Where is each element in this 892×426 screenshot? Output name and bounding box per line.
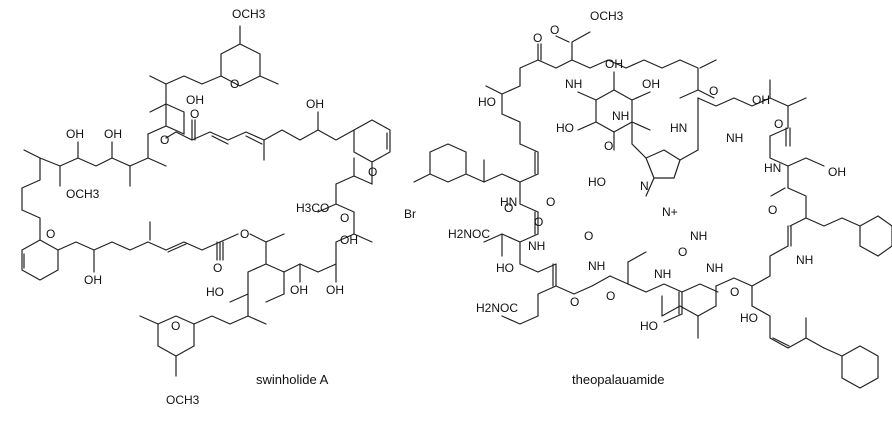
sw-label-oh-6: OH [290, 283, 308, 297]
sw-label-oh-4: OH [306, 97, 324, 111]
sw-label-oh-5: OH [84, 273, 102, 287]
th-label-nh-extra-2: NH [690, 229, 707, 243]
swinholide-a-structure: OCH3 OH OH OH OH O O O OCH3 O O O OH H3C… [21, 7, 391, 407]
th-label-ho-bottom-1: HO [640, 319, 658, 333]
swinholide-a-caption: swinholide A [256, 372, 329, 387]
th-label-h2noc-bottom: H2NOC [476, 301, 518, 315]
sw-label-o-ester-top: O [160, 133, 169, 147]
th-label-o-extra-2: O [584, 229, 593, 243]
th-label-ho-left: HO [496, 261, 514, 275]
th-label-o-bottom-4: O [570, 295, 579, 309]
th-label-o-left: O [546, 195, 555, 209]
sw-label-o-ester-bottom: O [240, 227, 249, 241]
th-label-nh-extra-1: NH [612, 109, 629, 123]
th-label-o-bottom-2: O [678, 245, 687, 259]
theopalauamide-structure: OCH3 O NH O HO OH OH OH HO O HN O NH O H… [404, 9, 892, 389]
th-label-hn-left: HN [500, 195, 517, 209]
th-label-o-bottom-3: O [730, 285, 739, 299]
sw-label-och3-bottom: OCH3 [166, 393, 200, 407]
th-label-nh-right-bottom: NH [796, 253, 813, 267]
sw-label-oh-7: OH [326, 283, 344, 297]
sw-label-o-carbonyl-bottom: O [213, 261, 222, 275]
th-label-ho-top: HO [478, 95, 496, 109]
th-label-ho-sugar-2: HO [588, 175, 606, 189]
theopalauamide-caption: theopalauamide [572, 372, 665, 387]
sw-label-o-ring-mid: O [340, 211, 349, 225]
th-label-o-left-2: O [534, 215, 543, 229]
sw-label-h3co: H3CO [296, 201, 329, 215]
th-label-nh-bottom-1: NH [588, 259, 605, 273]
th-label-ho-bottom-2: HO [740, 311, 758, 325]
th-label-oh-sugar-2: OH [642, 77, 660, 91]
th-label-n-plus: N+ [662, 205, 678, 219]
sw-label-o-carbonyl-top: O [190, 107, 199, 121]
sw-label-och3-top: OCH3 [232, 7, 266, 21]
th-label-nh-bottom-2: NH [654, 267, 671, 281]
th-label-oh-sugar-1: OH [605, 57, 623, 71]
th-label-o-ester: O [550, 23, 559, 37]
sw-label-o-ring-left: O [46, 227, 55, 241]
th-label-nh-top: NH [565, 77, 582, 91]
th-label-o-sugar-ring: O [604, 139, 613, 153]
th-label-o-right-2: O [768, 203, 777, 217]
th-label-hn-center: HN [670, 121, 687, 135]
sw-label-oh-1: OH [186, 93, 204, 107]
sw-label-o-ring-bottom: O [171, 319, 180, 333]
th-label-o-right: O [774, 117, 783, 131]
sw-label-ho: HO [206, 285, 224, 299]
th-label-h2noc-top: H2NOC [448, 227, 490, 241]
sw-label-oh-8: OH [340, 233, 358, 247]
th-label-o-amide-top: O [533, 31, 542, 45]
th-label-o-bottom-1: O [606, 289, 615, 303]
th-label-nh-right: NH [726, 131, 743, 145]
sw-label-o-ring-right: O [368, 165, 377, 179]
sw-label-oh-3: OH [104, 127, 122, 141]
th-label-ho-sugar: HO [556, 121, 574, 135]
th-label-nh-left: NH [528, 239, 545, 253]
sw-label-och3-left: OCH3 [66, 187, 100, 201]
th-label-br: Br [404, 207, 416, 221]
th-label-oh-serine: OH [828, 165, 846, 179]
th-label-n-imidazole: N [640, 179, 649, 193]
th-label-o-amide-right: O [709, 84, 718, 98]
th-label-och3: OCH3 [590, 9, 624, 23]
th-label-nh-bottom-3: NH [706, 261, 723, 275]
sw-label-o-ring-top: O [230, 77, 239, 91]
th-label-o-extra-1: O [504, 201, 513, 215]
th-label-hn-right: HN [764, 161, 781, 175]
sw-label-oh-2: OH [66, 127, 84, 141]
th-label-oh-right-top: OH [752, 93, 770, 107]
